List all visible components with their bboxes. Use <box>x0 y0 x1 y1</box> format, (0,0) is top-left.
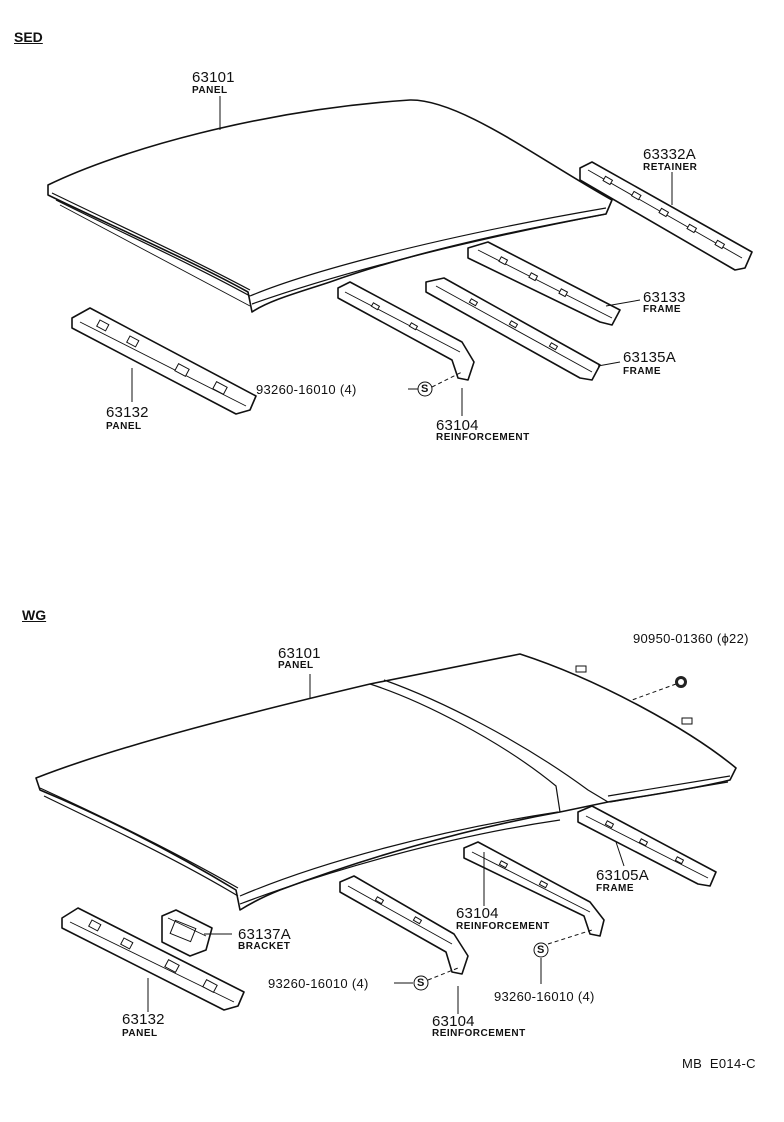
wg-part-name-reinforcement-lower: REINFORCEMENT <box>432 1028 526 1039</box>
sed-part-name-panel: PANEL <box>192 85 228 96</box>
wg-screw-symbol-lower: S <box>417 977 425 989</box>
wg-reinforcement-63104-upper <box>463 841 605 937</box>
sed-part-name-reinforcement: REINFORCEMENT <box>436 432 530 443</box>
wg-part-number-bracket: 63137A <box>238 926 291 943</box>
wg-leader-lines <box>147 674 687 1014</box>
sed-part-number-panel-63132: 63132 <box>106 404 149 421</box>
sed-retainer-63332a <box>579 161 753 271</box>
sed-screw-code: 93260-16010 (4) <box>256 382 357 397</box>
wg-part-name-panel: PANEL <box>278 660 314 671</box>
sed-frame-63135a <box>425 277 601 381</box>
wg-roof-panel <box>35 653 737 911</box>
sed-frame-63133 <box>467 241 621 326</box>
wg-part-number-reinforcement-upper: 63104 <box>456 905 499 922</box>
wg-screw-code-lower: 93260-16010 (4) <box>268 976 369 991</box>
sed-leader-lines <box>131 96 673 416</box>
wg-screw-code-upper: 93260-16010 (4) <box>494 989 595 1004</box>
wg-panel-63132 <box>61 907 245 1011</box>
section-title-wagon: WG <box>22 607 47 623</box>
wg-part-name-frame: FRAME <box>596 883 635 894</box>
section-title-sedan: SED <box>14 29 43 45</box>
diagram-reference-code: MB E014-C <box>682 1056 756 1071</box>
wg-screw-symbol-upper: S <box>537 944 545 956</box>
wg-frame-63105a <box>577 805 717 887</box>
sed-part-number-reinforcement: 63104 <box>436 417 479 434</box>
wg-part-number-reinforcement-lower: 63104 <box>432 1013 475 1030</box>
wg-part-name-bracket: BRACKET <box>238 941 291 952</box>
sed-part-name-frame-63133: FRAME <box>643 304 682 315</box>
wg-plug-code: 90950-01360 (ϕ22) <box>633 631 749 646</box>
sed-part-name-panel-63132: PANEL <box>106 421 142 432</box>
wg-part-number-panel: 63101 <box>278 645 321 662</box>
sed-part-name-frame-63135a: FRAME <box>623 366 662 377</box>
sed-part-number-retainer: 63332A <box>643 146 696 163</box>
wg-reinforcement-63104-lower <box>339 875 469 975</box>
sed-part-name-retainer: RETAINER <box>643 162 698 173</box>
sed-part-number-frame-63133: 63133 <box>643 289 686 306</box>
wg-part-name-reinforcement-upper: REINFORCEMENT <box>456 921 550 932</box>
sed-reinforcement-63104 <box>337 281 475 381</box>
sed-roof-panel <box>47 99 613 313</box>
wg-bracket-63137a <box>161 909 213 957</box>
wg-part-number-panel-63132: 63132 <box>122 1011 165 1028</box>
sed-screw-symbol: S <box>421 383 429 395</box>
sed-part-number-panel: 63101 <box>192 69 235 86</box>
wg-part-number-frame: 63105A <box>596 867 649 884</box>
wg-part-name-panel-63132: PANEL <box>122 1028 158 1039</box>
sed-part-number-frame-63135a: 63135A <box>623 349 676 366</box>
sed-panel-63132 <box>71 307 257 415</box>
